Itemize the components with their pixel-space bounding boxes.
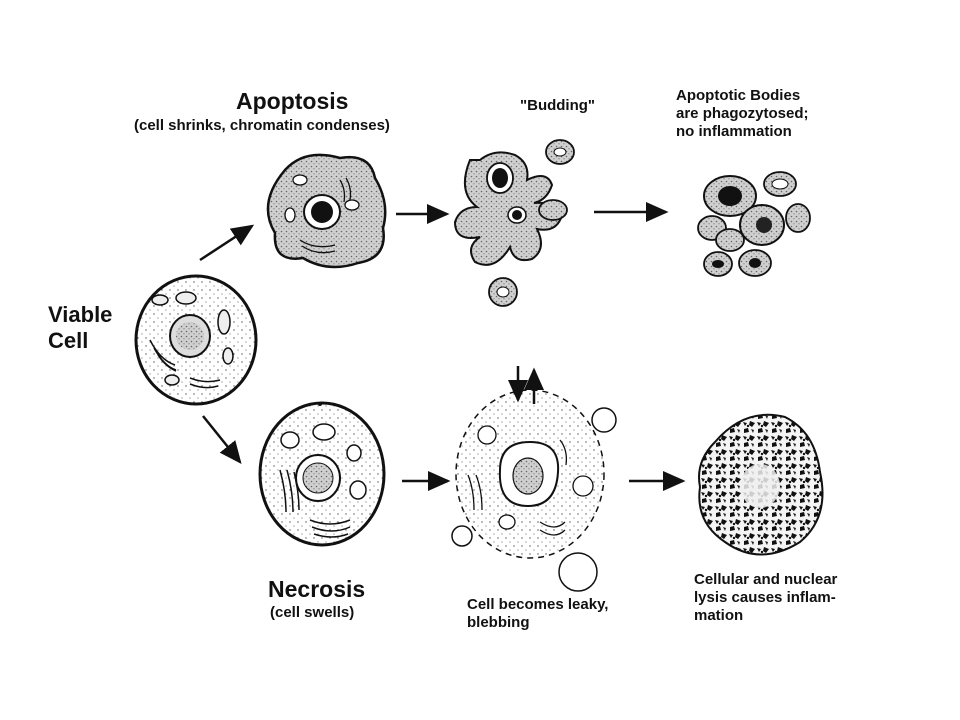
leaky-line1: Cell becomes leaky,: [467, 596, 609, 613]
lysis-line3: mation: [694, 607, 744, 624]
bodies-line1: Apoptotic Bodies: [676, 87, 801, 104]
apoptotic-bodies-drawing: [697, 171, 811, 277]
viable-cell-label: Viable Cell: [48, 302, 112, 355]
apoptosis-title: Apoptosis: [236, 88, 349, 114]
apoptotic-bodies-label: Apoptotic Bodies are phagozytosed; no in…: [676, 87, 809, 141]
arrow-viable-to-apoptosis: [199, 224, 255, 262]
viable-label-line1: Viable: [48, 302, 113, 327]
leaky-cell-label: Cell becomes leaky, blebbing: [467, 596, 608, 632]
budding-label: "Budding": [520, 97, 596, 114]
bodies-line3: no inflammation: [676, 123, 792, 140]
viable-label-line2: Cell: [48, 328, 89, 354]
necrosis-subtitle: (cell swells): [270, 604, 355, 621]
leaky-line2: blebbing: [467, 614, 530, 631]
necrosis-title: Necrosis: [268, 576, 366, 602]
viable-cell-drawing: [134, 274, 258, 406]
arrow-viable-to-necrosis: [202, 415, 242, 464]
lysis-line2: lysis causes inflam-: [694, 589, 836, 606]
flow-arrows: [199, 202, 686, 491]
lysed-cell-drawing: [698, 413, 824, 556]
apoptosis-subtitle: (cell shrinks, chromatin condenses): [134, 117, 390, 134]
budding-cell-drawing: [453, 139, 575, 307]
lysis-line1: Cellular and nuclear: [694, 571, 838, 588]
apoptotic-cell-drawing: [266, 153, 387, 269]
lysis-label: Cellular and nuclear lysis causes inflam…: [694, 571, 837, 625]
necrotic-cell-drawing: [258, 401, 386, 547]
leaky-cell-drawing: [451, 389, 617, 592]
bodies-line2: are phagozytosed;: [676, 105, 809, 122]
